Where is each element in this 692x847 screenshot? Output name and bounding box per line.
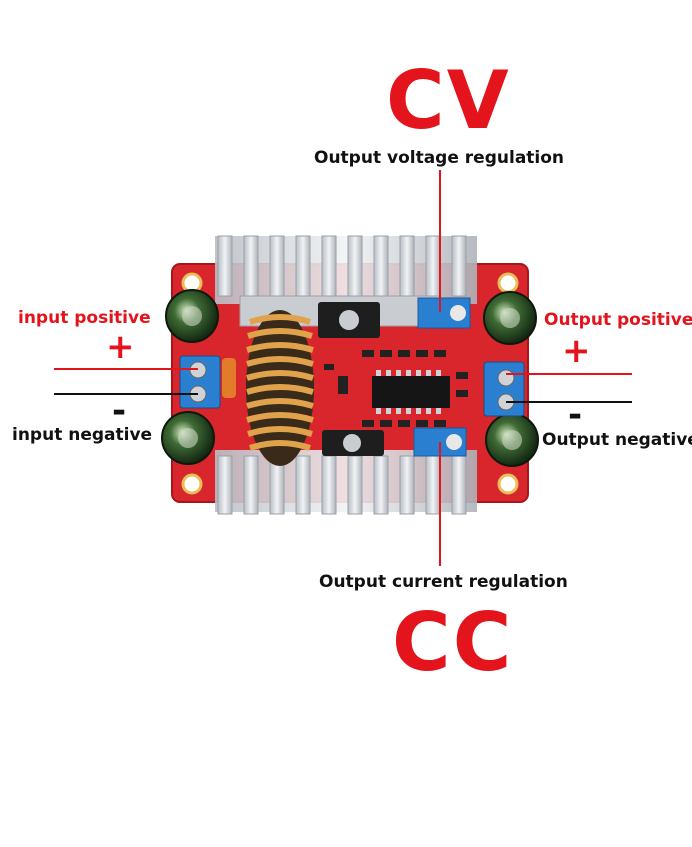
input-negative-label: input negative: [12, 425, 153, 445]
output-negative-label: Output negative: [542, 430, 692, 450]
mosfet-top: [318, 302, 380, 338]
mosfet-bottom: [322, 430, 384, 456]
capacitor-output-top: [483, 291, 537, 345]
output-minus-sign: -: [568, 395, 583, 435]
cv-heading: CV: [386, 54, 511, 147]
heatsink-bottom: [215, 450, 477, 515]
capacitor-output-bottom: [485, 413, 539, 467]
capacitor-input-top: [165, 289, 219, 343]
capacitor-input-bottom: [161, 411, 215, 465]
input-positive-label: input positive: [18, 308, 151, 328]
smd-components: [324, 350, 468, 427]
cc-caption: Output current regulation: [319, 572, 568, 592]
cc-heading: CC: [392, 596, 514, 689]
inductor: [246, 310, 314, 466]
output-positive-label: Output positive: [544, 310, 692, 330]
input-minus-sign: -: [112, 391, 127, 431]
cv-caption: Output voltage regulation: [314, 148, 565, 168]
control-ic: [372, 370, 450, 414]
input-plus-sign: +: [106, 327, 135, 367]
terminal-output: [483, 361, 525, 417]
output-plus-sign: +: [562, 331, 591, 371]
potentiometer-cv: [417, 297, 471, 329]
